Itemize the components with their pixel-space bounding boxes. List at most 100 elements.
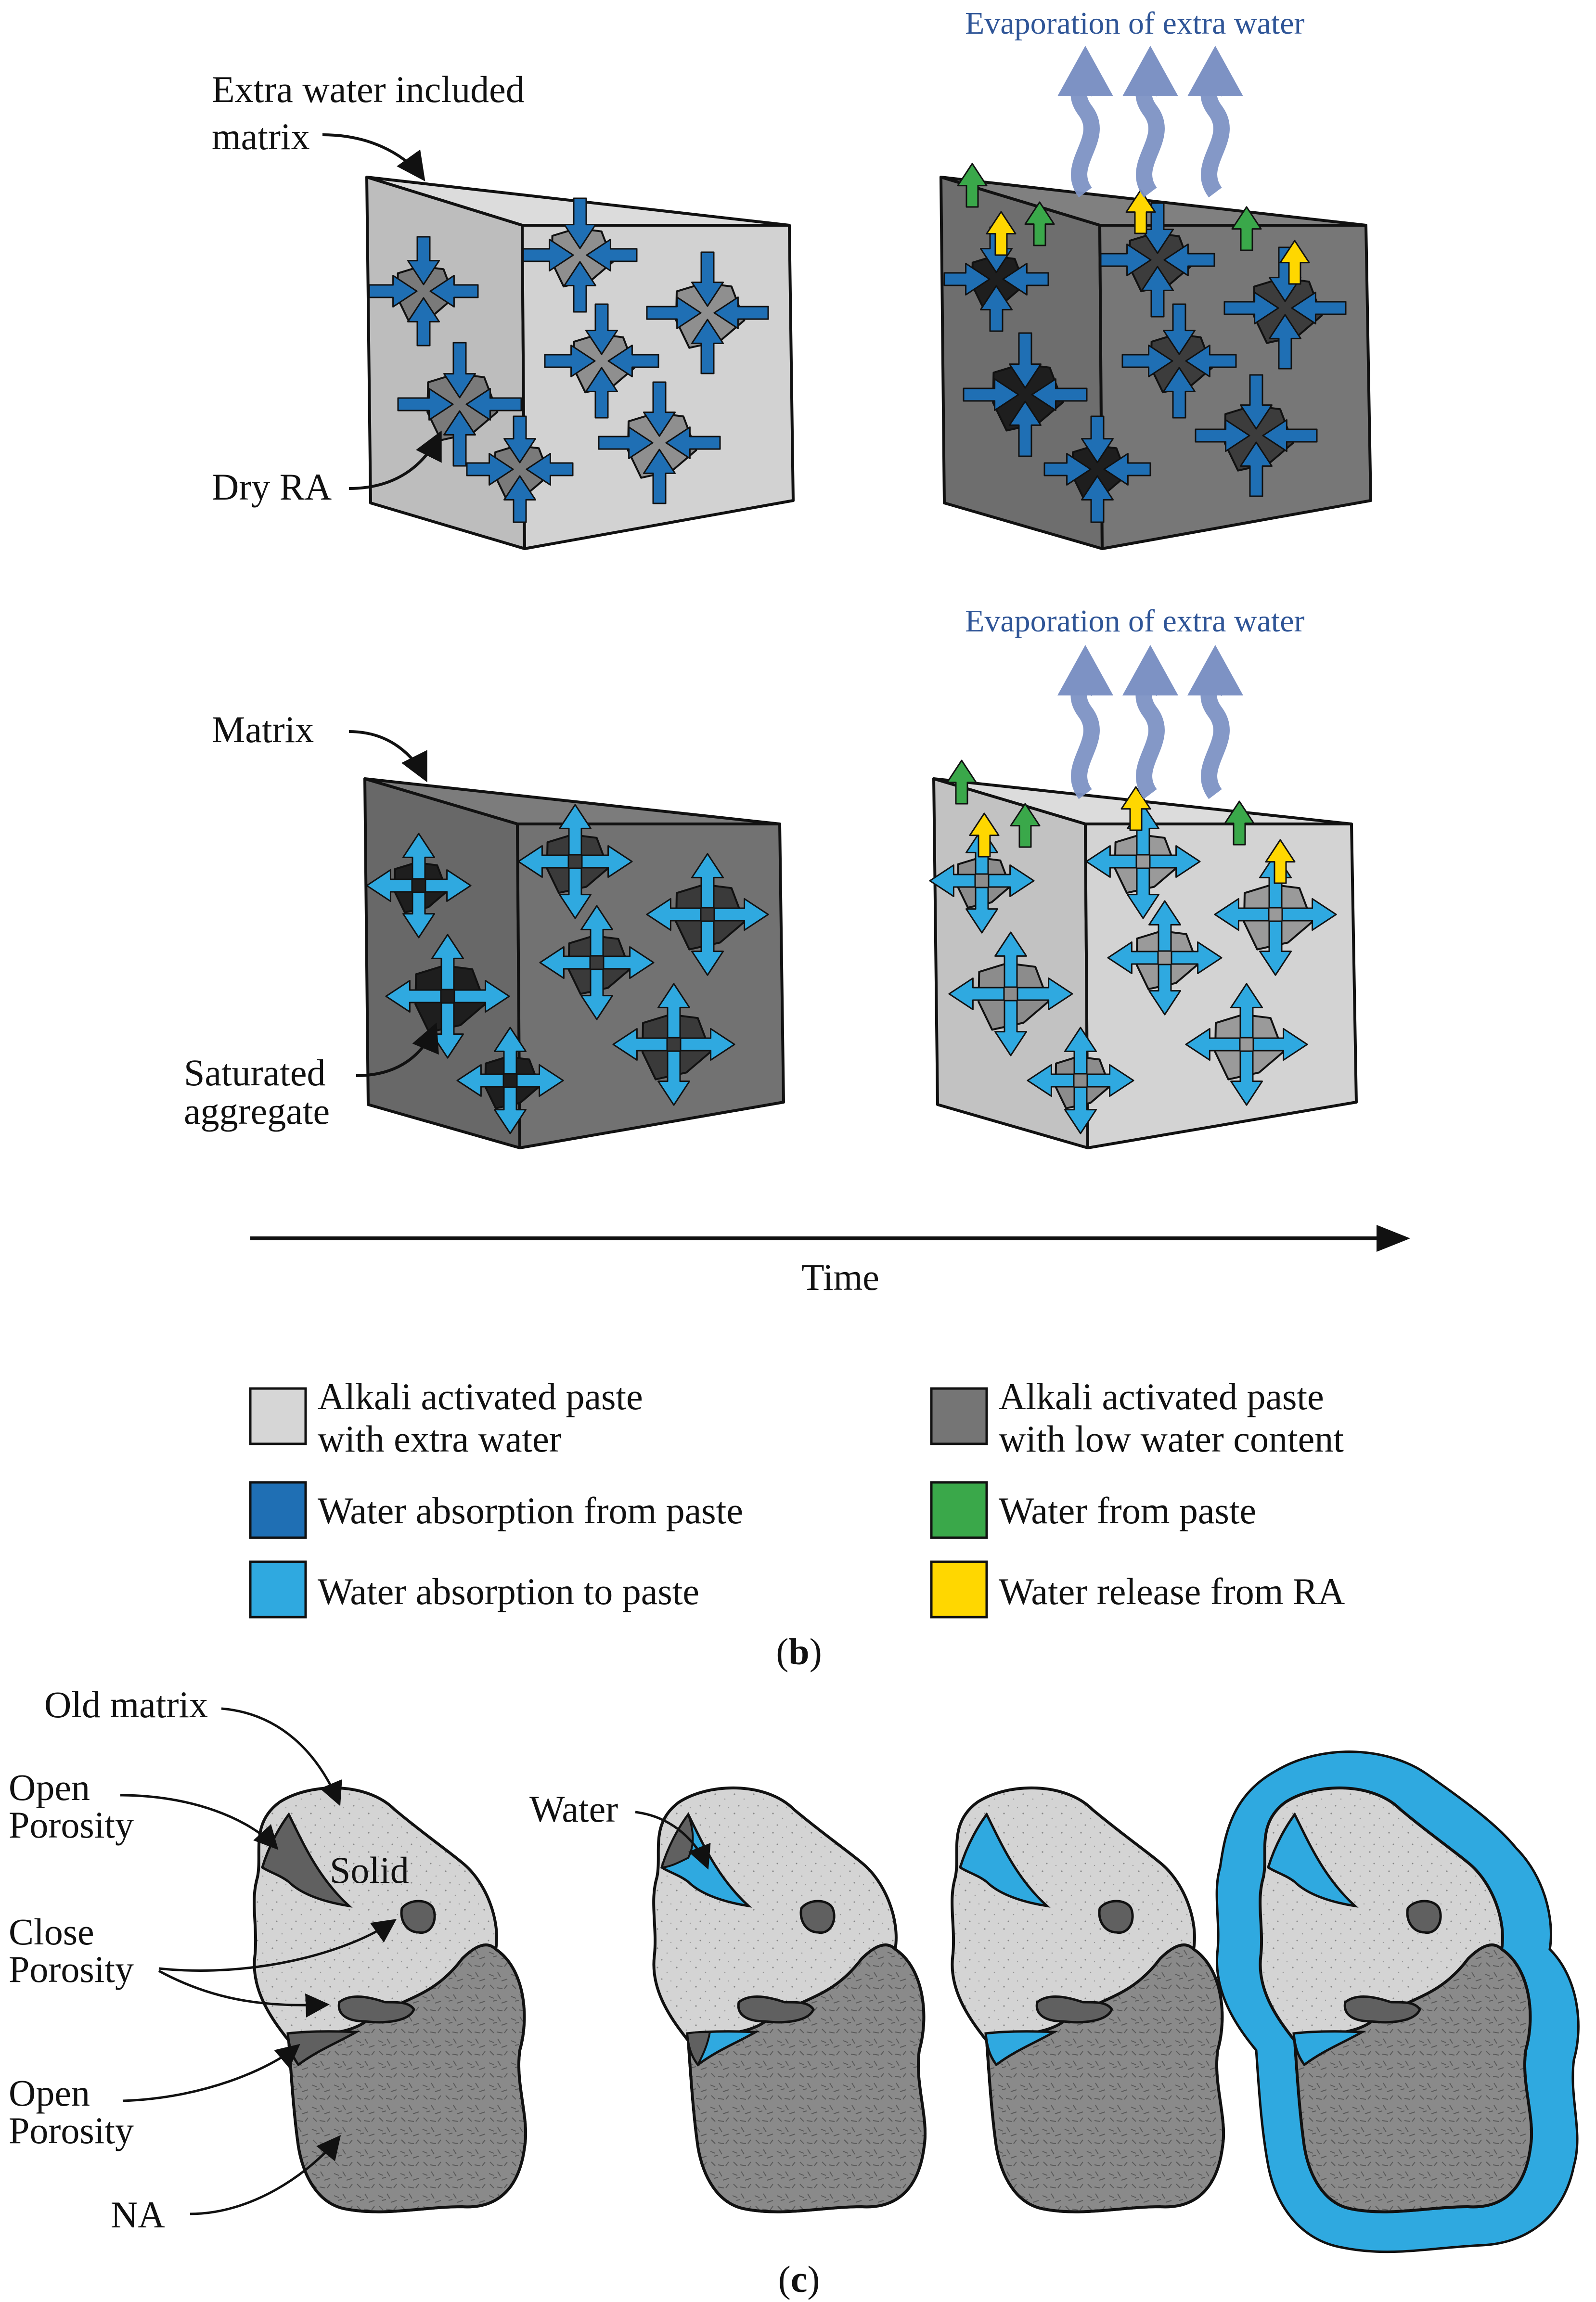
particle-6-arrow-0 <box>1081 415 1114 463</box>
closed-pore-1 <box>799 1900 836 1934</box>
label-evaporation-bottom: Evaporation of extra water <box>965 604 1305 639</box>
particle-6-arrow-1 <box>516 1064 564 1097</box>
natural-aggregate <box>287 1943 528 2213</box>
particle-2-arrow-3 <box>544 345 596 377</box>
particle-5-arrow-0 <box>431 934 464 990</box>
label-solid: Solid <box>330 1849 409 1891</box>
particle-0-arrow-0 <box>402 833 435 880</box>
label-open-porosity-2-line1: Open <box>9 2072 90 2114</box>
leader-arrow-saturated <box>356 1022 439 1077</box>
particle-1-arrow-1 <box>1163 244 1215 276</box>
label-extra-water-matrix-line1: Extra water included <box>212 68 525 110</box>
aggregate-particle-5 <box>978 962 1050 1031</box>
evaporation-arrow-shaft-2 <box>1200 672 1230 799</box>
particle-6-arrow-2 <box>1064 1086 1097 1134</box>
label-close-porosity-line2: Porosity <box>9 1948 134 1990</box>
particle-6-arrow-1 <box>1086 1064 1134 1097</box>
particle-0-arrow-0 <box>407 236 440 285</box>
particle-4-arrow-2 <box>643 449 676 504</box>
particle-5-arrow-3 <box>385 980 442 1013</box>
particle-5-arrow-2 <box>994 1000 1027 1056</box>
particle-1-arrow-3 <box>522 239 574 271</box>
particle-0-arrow-1 <box>425 869 472 902</box>
particle-2-arrow-3 <box>1107 941 1159 974</box>
particle-3-arrow-2 <box>1259 920 1292 976</box>
particle-3-arrow-1 <box>713 898 769 931</box>
closed-pore-1 <box>400 1900 436 1934</box>
particle-3-arrow-2 <box>691 920 724 976</box>
particle-1-arrow-2 <box>1141 266 1174 318</box>
particle-1-arrow-3 <box>1100 244 1152 276</box>
legend-swatch-dark-paste <box>930 1387 988 1445</box>
particle-1-arrow-2 <box>1127 867 1159 919</box>
open-porosity-upper <box>261 1812 353 1908</box>
label-old-matrix: Old matrix <box>44 1684 208 1725</box>
natural-aggregate <box>985 1943 1225 2213</box>
particle-3-arrow-3 <box>646 898 702 931</box>
particle-2-arrow-3 <box>539 946 591 979</box>
upward-arrow-0 <box>946 759 977 805</box>
legend-dark-paste-line1: Alkali activated paste <box>999 1376 1324 1417</box>
evaporation-arrow-shaft-1 <box>1135 672 1165 799</box>
particle-5-arrow-1 <box>453 980 510 1013</box>
open-porosity-upper <box>959 1812 1051 1908</box>
cube-dry-ra-initial <box>365 176 795 550</box>
particle-2-arrow-2 <box>585 367 618 419</box>
closed-pore-2 <box>337 1995 415 2024</box>
label-saturated-line2: aggregate <box>184 1090 330 1132</box>
particle-0-arrow-2 <box>965 887 998 934</box>
particle-6-arrow-2 <box>494 1086 527 1134</box>
particle-6-arrow-0 <box>494 1027 527 1075</box>
label-na: NA <box>111 2194 165 2236</box>
cube-saturated-after <box>929 759 1358 1149</box>
cube-saturated-initial <box>363 777 785 1149</box>
particle-2-arrow-1 <box>603 946 655 979</box>
particle-5-arrow-3 <box>963 378 1019 411</box>
particle-6-arrow-1 <box>1103 453 1151 486</box>
particle-2-arrow-0 <box>580 905 613 957</box>
particle-2-arrow-2 <box>1163 367 1196 419</box>
particle-2-arrow-2 <box>1148 964 1181 1016</box>
evaporation-arrow-shaft-0 <box>1070 71 1100 198</box>
particle-2-arrow-0 <box>1163 303 1196 355</box>
label-saturated-line1: Saturated <box>184 1052 326 1093</box>
particle-2-arrow-1 <box>607 345 659 377</box>
upward-arrow-4 <box>1224 800 1255 846</box>
time-label: Time <box>801 1256 879 1298</box>
legend-swatch-water-from-paste <box>930 1481 988 1539</box>
evaporation-arrow-head-0 <box>1057 645 1113 695</box>
particle-0-arrow-1 <box>429 275 479 308</box>
caption-b: (b) <box>776 1631 822 1672</box>
legend-water-absorption-to-paste: Water absorption to paste <box>318 1570 699 1612</box>
particle-0-arrow-2 <box>980 285 1013 332</box>
leader-arrow-na <box>190 2135 341 2215</box>
particle-6-arrow-1 <box>526 453 574 486</box>
leader-arrow-dry-ra <box>348 430 442 490</box>
particle-4-arrow-1 <box>665 426 721 459</box>
panel-b: Extra water included matrix Dry RA Evapo… <box>184 6 1410 1672</box>
legend-water-from-paste: Water from paste <box>999 1490 1256 1531</box>
leader-arrow-old-matrix <box>221 1707 342 1806</box>
evaporation-arrows-top <box>1057 46 1243 198</box>
particle-1-arrow-1 <box>581 845 633 878</box>
open-porosity-lower <box>1292 2030 1366 2067</box>
label-matrix: Matrix <box>212 708 314 750</box>
upward-arrow-3 <box>1120 786 1151 831</box>
particle-5-arrow-2 <box>1009 400 1042 457</box>
evaporation-arrow-shaft-1 <box>1135 71 1165 198</box>
closed-pore-2 <box>1343 1995 1421 2024</box>
label-close-porosity-line1: Close <box>9 1911 94 1953</box>
particle-4-arrow-0 <box>657 983 690 1039</box>
upward-arrow-5 <box>1279 240 1310 285</box>
particle-3-arrow-1 <box>713 296 769 329</box>
particle-1-arrow-3 <box>1085 845 1137 878</box>
particle-1-arrow-0 <box>564 197 596 249</box>
evaporation-arrow-shaft-0 <box>1070 672 1100 799</box>
particle-4-arrow-1 <box>680 1028 735 1061</box>
legend-water-absorption-from-paste: Water absorption from paste <box>318 1490 743 1531</box>
particle-5-arrow-2 <box>443 410 476 467</box>
particle-4-arrow-1 <box>1252 1028 1308 1061</box>
particle-5-arrow-0 <box>994 931 1027 988</box>
natural-aggregate <box>1293 1943 1533 2213</box>
particle-6-arrow-0 <box>1064 1027 1097 1075</box>
